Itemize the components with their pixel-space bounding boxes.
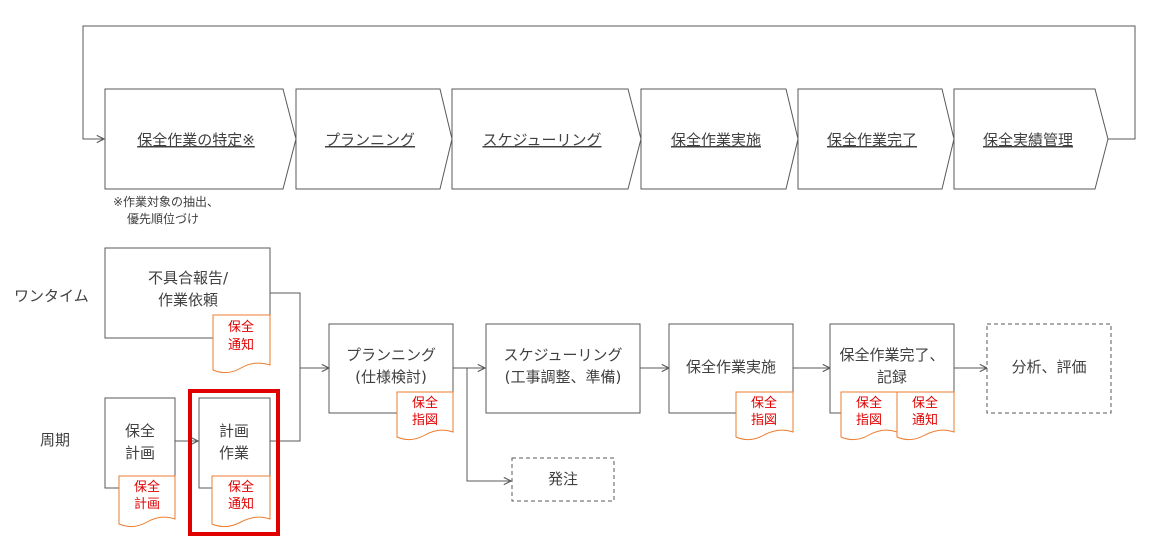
- connector-defect-to-merge: [270, 292, 301, 368]
- doc-notice-completion-line1: 保全: [912, 395, 938, 411]
- box-defect-report-line1: 不具合報告/: [148, 269, 229, 287]
- box-planning-line2: (仕様検討): [355, 368, 427, 386]
- connector-planwork-to-merge: [270, 368, 301, 442]
- chevron-step-4: [640, 88, 799, 190]
- box-execution-label: 保全作業実施: [686, 358, 776, 376]
- doc-plan-line2: 計画: [134, 496, 160, 512]
- doc-shape: [396, 391, 454, 441]
- doc-plan: 保全 計画: [118, 475, 176, 528]
- doc-instruction-execution-line2: 指図: [751, 413, 777, 428]
- chevron-step-6: [953, 88, 1109, 190]
- box-scheduling-line1: スケジューリング: [504, 346, 623, 364]
- doc-instruction-execution-line1: 保全: [751, 395, 777, 411]
- doc-instruction-completion-line2: 指図: [856, 413, 882, 428]
- doc-plan-line1: 保全: [134, 479, 160, 495]
- box-completion-line1: 保全作業完了、: [839, 346, 944, 364]
- doc-instruction-planning-line1: 保全: [412, 395, 438, 411]
- doc-shape: [840, 391, 898, 441]
- box-scheduling: [485, 323, 641, 414]
- box-planning-line1: プランニング: [346, 346, 436, 364]
- step-label-execution: 保全作業実施: [671, 131, 761, 149]
- box-scheduling-line2: (工事調整、準備): [505, 368, 622, 386]
- box-defect-report-line2: 作業依頼: [158, 291, 218, 309]
- chevron-step-1: [104, 88, 297, 190]
- step-label-completion: 保全作業完了: [827, 131, 917, 149]
- box-plan-work: [198, 397, 271, 489]
- doc-notice-defect: 保全 通知: [212, 314, 271, 374]
- doc-instruction-execution: 保全 指図: [735, 391, 794, 441]
- highlight-frame: [188, 389, 280, 536]
- box-plan-work-line2: 作業: [219, 444, 249, 462]
- chevron-step-3: [451, 88, 642, 190]
- feedback-loop-line: [82, 25, 1136, 139]
- doc-instruction-completion-line1: 保全: [856, 395, 882, 411]
- doc-notice-periodic: 保全 通知: [211, 475, 271, 528]
- chevron-step-5: [797, 88, 955, 190]
- chevron-step-2: [295, 88, 453, 190]
- doc-notice-periodic-line1: 保全: [228, 479, 254, 495]
- doc-instruction-planning: 保全 指図: [396, 391, 454, 441]
- box-order: [511, 457, 615, 502]
- doc-notice-defect-line2: 通知: [228, 337, 254, 353]
- box-maint-plan-line1: 保全: [125, 422, 155, 440]
- arrow-planning-to-order: [466, 368, 511, 481]
- row-label-onetime: ワンタイム: [14, 287, 89, 305]
- box-completion-line2: 記録: [877, 368, 907, 386]
- doc-shape: [212, 314, 271, 374]
- box-plan-work-line1: 計画: [219, 422, 249, 440]
- step-label-records: 保全実績管理: [983, 131, 1073, 149]
- box-analysis: [986, 323, 1112, 414]
- step-label-identify: 保全作業の特定※: [137, 131, 255, 149]
- doc-shape: [211, 475, 271, 528]
- doc-notice-periodic-line2: 通知: [228, 496, 254, 512]
- doc-shape: [896, 391, 955, 441]
- row-label-periodic: 周期: [40, 431, 70, 449]
- footnote-line-2: 優先順位づけ: [127, 211, 199, 226]
- top-process-flow: 保全作業の特定※ プランニング スケジューリング 保全作業実施 保全作業完了 保…: [104, 88, 1109, 190]
- step-label-planning: プランニング: [325, 131, 415, 149]
- step-label-scheduling: スケジューリング: [483, 131, 602, 149]
- doc-instruction-completion: 保全 指図: [840, 391, 898, 441]
- doc-instruction-planning-line2: 指図: [412, 413, 438, 428]
- doc-shape: [118, 475, 176, 528]
- box-maint-plan-line2: 計画: [125, 444, 155, 462]
- doc-notice-completion: 保全 通知: [896, 391, 955, 441]
- box-analysis-label: 分析、評価: [1011, 358, 1086, 376]
- doc-notice-defect-line1: 保全: [228, 319, 254, 335]
- footnote-line-1: ※作業対象の抽出、: [113, 195, 219, 209]
- box-order-label: 発注: [548, 470, 578, 488]
- doc-notice-completion-line2: 通知: [912, 412, 938, 428]
- doc-shape: [735, 391, 794, 441]
- box-maint-plan: [104, 397, 176, 489]
